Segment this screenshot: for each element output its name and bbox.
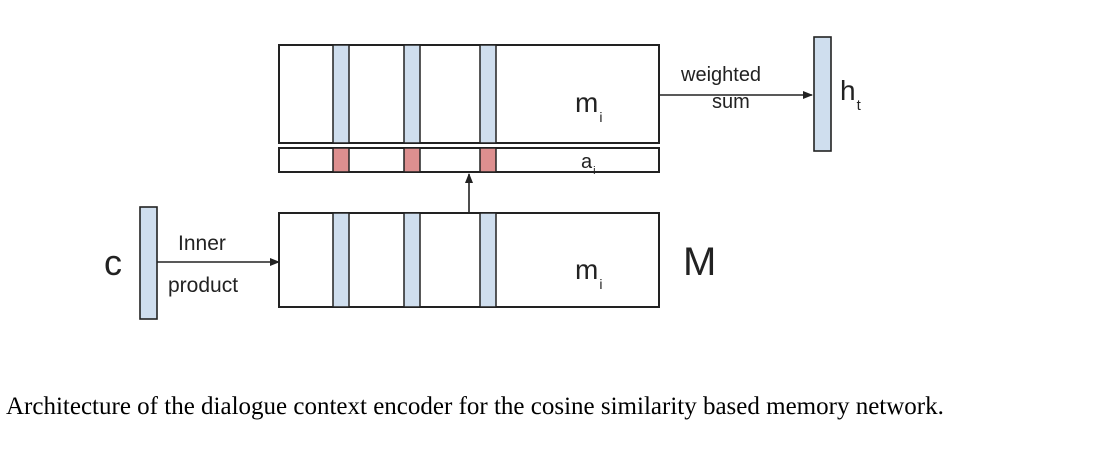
top-memory-slot-3 xyxy=(479,44,497,144)
attention-weight-2 xyxy=(403,147,421,173)
bottom-memory-block: mi M xyxy=(278,212,716,308)
inner-product-label-line2: product xyxy=(168,274,238,297)
bottom-memory-slot-3 xyxy=(479,212,497,308)
weighted-sum-label-line1: weighted xyxy=(680,64,761,86)
attention-weight-3 xyxy=(479,147,497,173)
attention-label: ai xyxy=(581,151,596,177)
context-vector: c xyxy=(104,206,158,320)
figure-caption: Architecture of the dialogue context enc… xyxy=(6,393,944,420)
context-label: c xyxy=(104,242,122,283)
context-bar xyxy=(139,206,158,320)
memory-name: M xyxy=(683,240,716,284)
attention-weight-1 xyxy=(332,147,350,173)
weighted-sum-label-line2: sum xyxy=(712,91,750,113)
attention-strip: ai xyxy=(278,147,660,177)
output-vector: ht xyxy=(813,36,862,152)
memory-network-diagram: mi ai mi M c Inner product weighted sum xyxy=(104,36,862,320)
bottom-memory-slot-2 xyxy=(403,212,421,308)
output-bar xyxy=(813,36,832,152)
output-label: ht xyxy=(840,75,862,114)
bottom-memory-label: mi xyxy=(575,254,602,292)
top-memory-slot-2 xyxy=(403,44,421,144)
bottom-memory-slot-1 xyxy=(332,212,350,308)
top-memory-block: mi xyxy=(278,44,660,144)
top-memory-label: mi xyxy=(575,87,602,125)
top-memory-slot-1 xyxy=(332,44,350,144)
inner-product-label-line1: Inner xyxy=(178,232,226,255)
